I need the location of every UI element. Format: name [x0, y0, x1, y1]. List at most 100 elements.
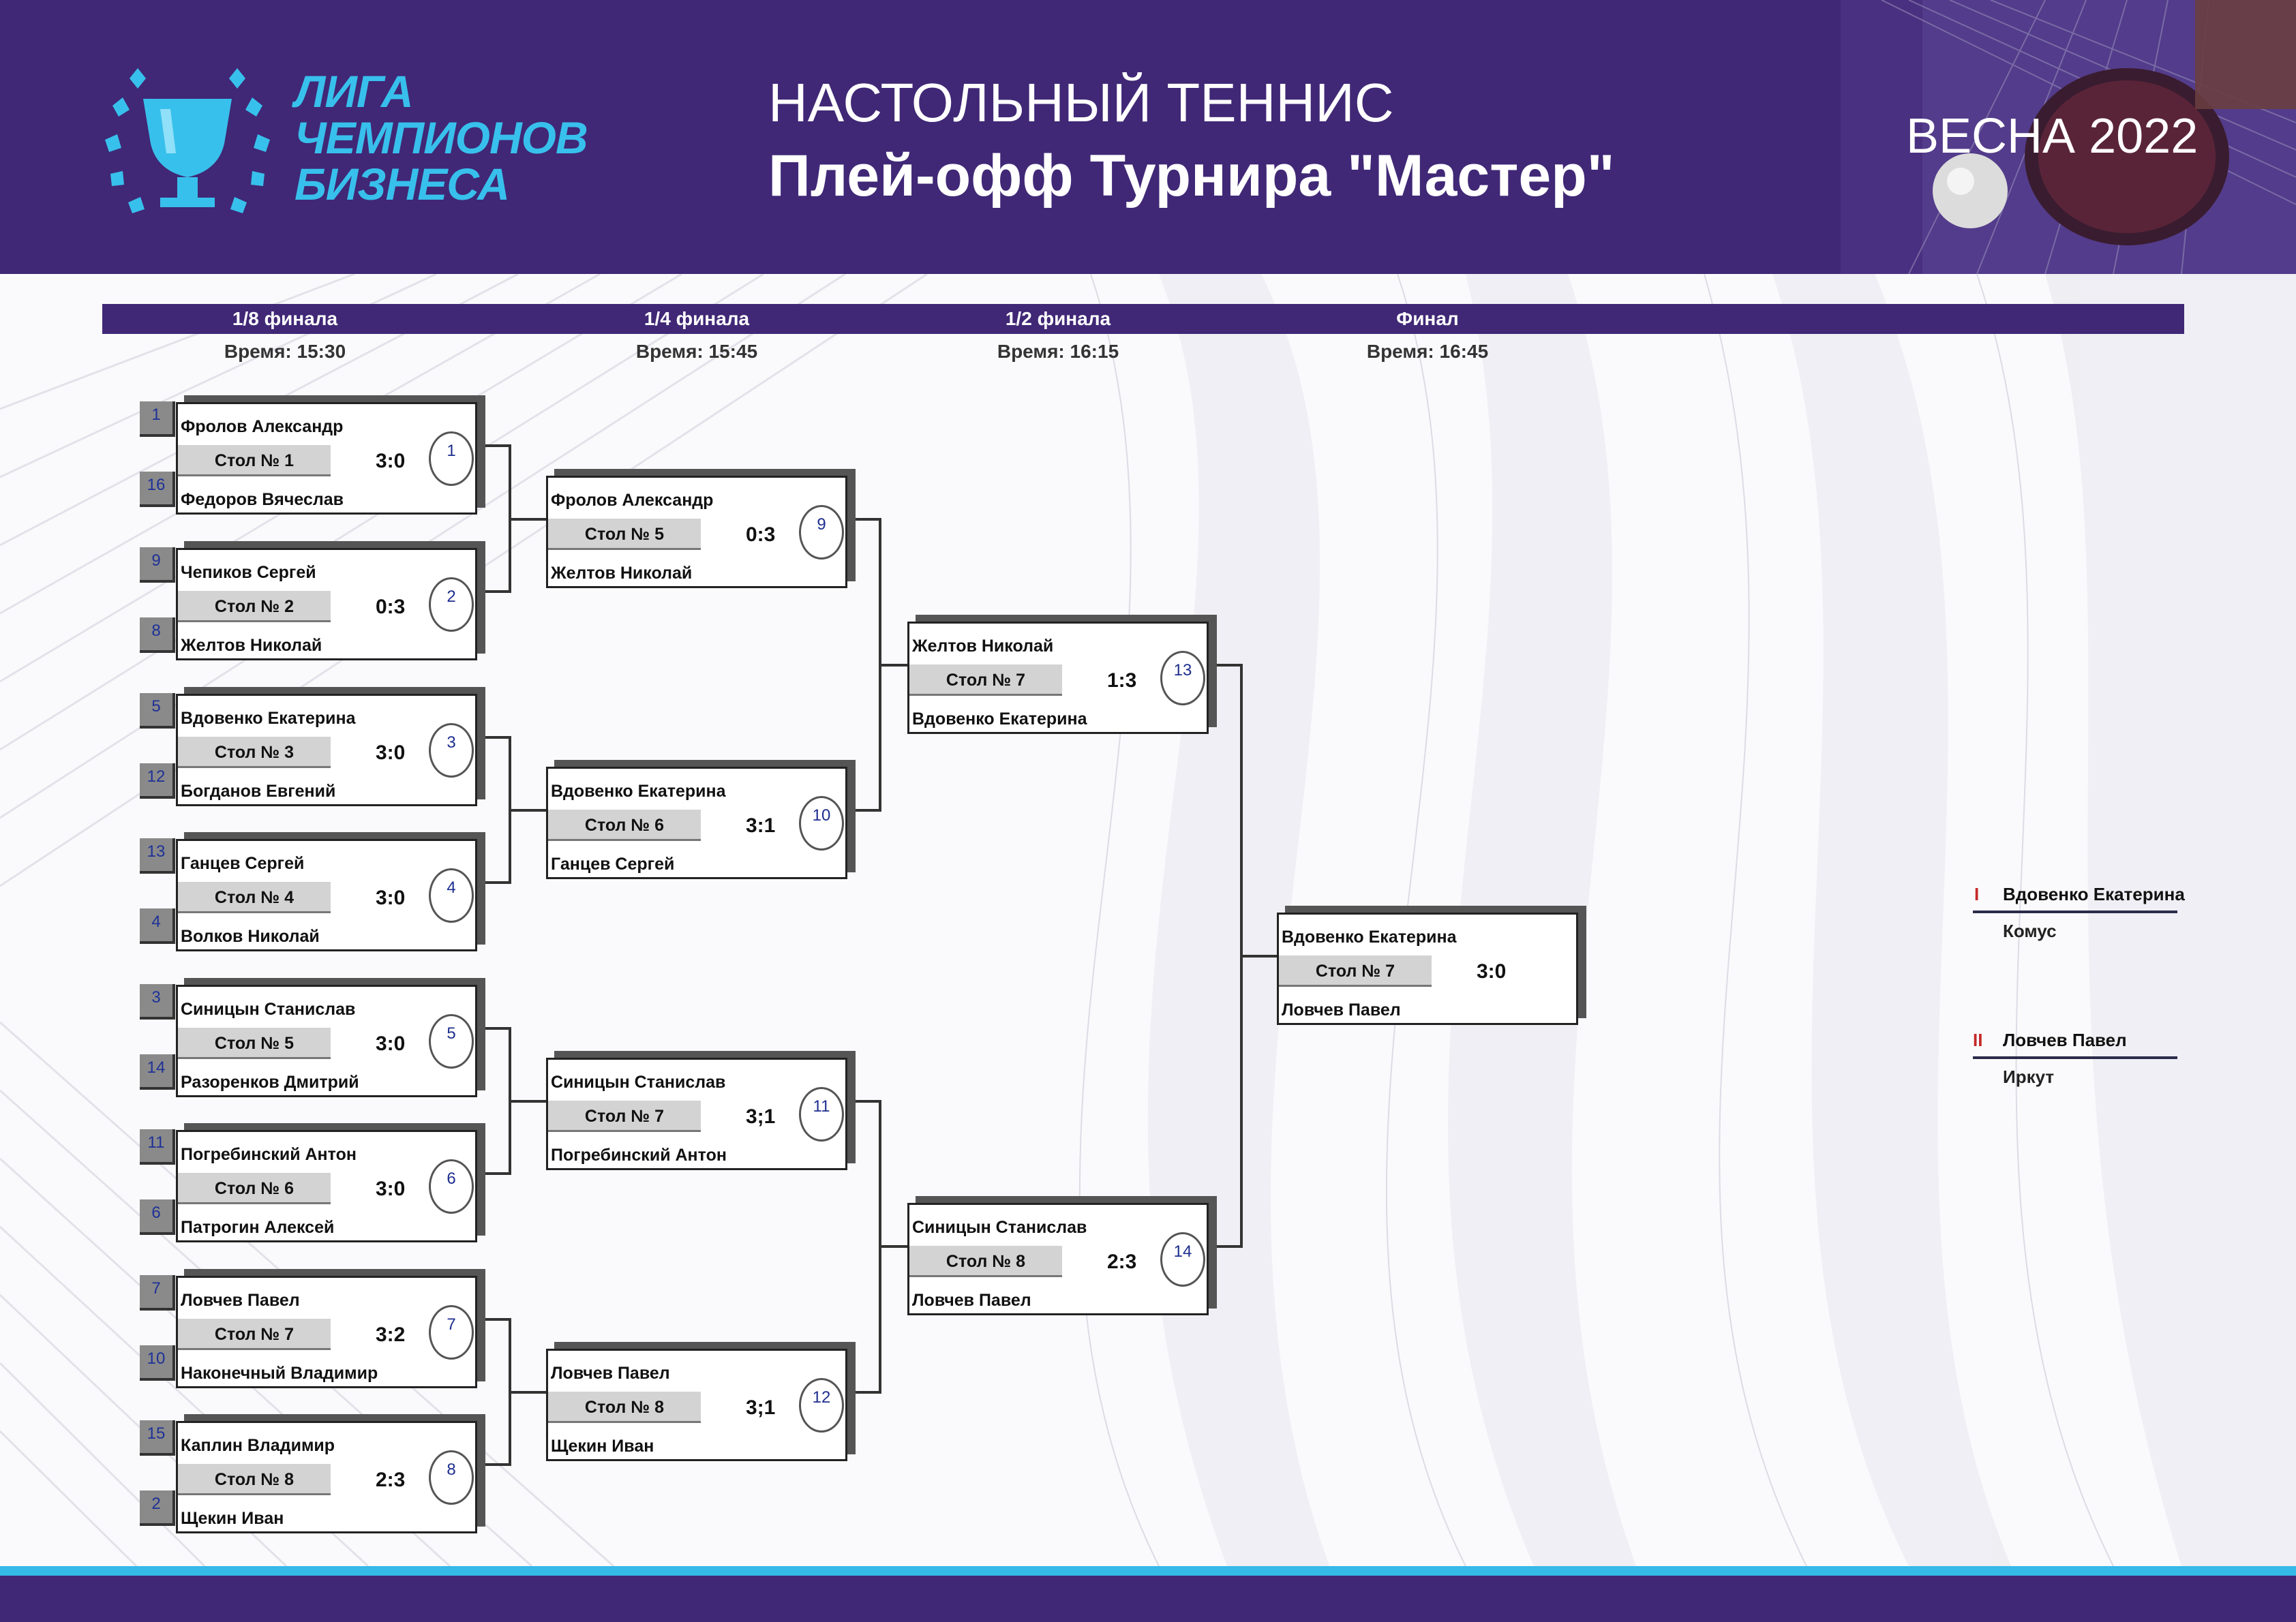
match-number-badge: 4: [429, 868, 474, 923]
seed-badge: 7: [140, 1275, 175, 1311]
player-bottom: Богданов Евгений: [181, 782, 336, 801]
seed-badge: 11: [140, 1129, 175, 1165]
first-place-name: Вдовенко Екатерина: [2003, 884, 2185, 904]
match-score: 3:1: [746, 814, 776, 837]
player-bottom: Наконечный Владимир: [181, 1364, 378, 1383]
match-number: 11: [813, 1097, 830, 1116]
table-label: Стол № 4: [178, 882, 331, 913]
match-number-badge: 11: [799, 1087, 844, 1142]
table-label: Стол № 6: [548, 810, 701, 841]
player-top: Синицын Станислав: [181, 1000, 356, 1019]
match-number-badge: 10: [799, 796, 844, 851]
table-label: Стол № 2: [178, 591, 331, 622]
match-number-badge: 9: [799, 505, 844, 560]
match-number-badge: 2: [429, 577, 474, 632]
seed-number: 14: [147, 1058, 166, 1077]
second-place-label: II: [1973, 1030, 1983, 1050]
seed-number: 11: [147, 1133, 165, 1152]
seed-number: 6: [151, 1204, 161, 1222]
match-number-badge: 13: [1160, 651, 1205, 705]
player-top: Погребинский Антон: [181, 1145, 357, 1164]
place-divider: [1973, 1056, 2177, 1059]
league-logo-icon: [105, 68, 270, 213]
logo-line: ЛИГА: [294, 66, 414, 117]
seed-number: 9: [151, 551, 161, 570]
seed-badge: 16: [140, 472, 175, 507]
player-top: Ловчев Павел: [551, 1364, 670, 1383]
round-time: Время: 15:45: [635, 341, 758, 362]
sport-title: НАСТОЛЬНЫЙ ТЕННИС: [768, 72, 1394, 133]
seed-badge: 13: [140, 838, 175, 874]
seed-number: 2: [151, 1495, 161, 1513]
round-title: Финал: [1396, 308, 1459, 329]
player-top: Фролов Александр: [551, 491, 714, 510]
match-number-badge: 14: [1160, 1232, 1205, 1287]
match-score: 0:3: [746, 523, 776, 546]
table-label: Стол № 5: [548, 519, 701, 550]
first-place-label: I: [1974, 884, 1980, 904]
player-bottom: Щекин Иван: [551, 1437, 654, 1456]
logo-line: ЧЕМПИОНОВ: [294, 112, 588, 163]
player-bottom: Вдовенко Екатерина: [912, 709, 1087, 729]
seed-number: 13: [147, 842, 166, 861]
match-number-badge: 1: [429, 431, 474, 486]
player-top: Синицын Станислав: [912, 1218, 1087, 1237]
league-logo-text: ЛИГА ЧЕМПИОНОВ БИЗНЕСА: [294, 68, 635, 207]
player-top: Вдовенко Екатерина: [1282, 928, 1457, 947]
seed-badge: 1: [140, 401, 175, 437]
player-top: Чепиков Сергей: [181, 563, 316, 582]
table-label: Стол № 3: [178, 737, 331, 768]
footer-accent-strip: [0, 1566, 2296, 1576]
seed-badge: 5: [140, 693, 175, 729]
seed-badge: 12: [140, 763, 175, 799]
seed-number: 1: [151, 406, 161, 424]
seed-badge: 9: [140, 547, 175, 583]
match-score: 3:2: [376, 1323, 406, 1346]
seed-badge: 14: [140, 1054, 175, 1090]
season-label: ВЕСНА 2022: [1906, 109, 2199, 164]
match-number: 5: [447, 1024, 456, 1043]
match-number: 1: [447, 442, 456, 460]
match-number-badge: 8: [429, 1450, 474, 1505]
seed-badge: 8: [140, 617, 175, 653]
seed-badge: 4: [140, 908, 175, 944]
player-top: Фролов Александр: [181, 417, 344, 436]
table-label: Стол № 8: [548, 1392, 701, 1423]
logo-line: БИЗНЕСА: [294, 159, 510, 209]
match-number-badge: 7: [429, 1305, 474, 1360]
seed-number: 4: [151, 913, 161, 931]
round-time: Время: 16:15: [997, 341, 1119, 362]
match-score: 3;1: [746, 1105, 776, 1128]
player-bottom: Ловчев Павел: [912, 1291, 1031, 1310]
second-place-name: Ловчев Павел: [2003, 1030, 2127, 1050]
seed-badge: 3: [140, 984, 175, 1020]
player-top: Ганцев Сергей: [181, 854, 305, 873]
player-bottom: Желтов Николай: [551, 564, 693, 583]
round-time: Время: 16:45: [1366, 341, 1489, 362]
match-number: 14: [1173, 1242, 1192, 1261]
player-top: Ловчев Павел: [181, 1291, 300, 1310]
seed-number: 15: [147, 1424, 166, 1443]
table-label: Стол № 7: [909, 664, 1062, 696]
seed-number: 10: [147, 1349, 166, 1368]
round-title: 1/2 финала: [1005, 308, 1111, 329]
second-place-team: Иркут: [2003, 1067, 2055, 1087]
player-top: Синицын Станислав: [551, 1073, 726, 1092]
